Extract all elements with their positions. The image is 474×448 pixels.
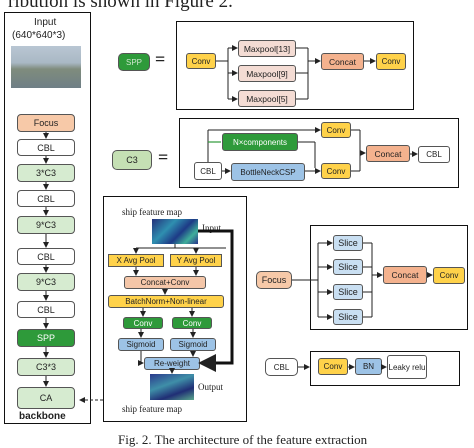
cbl-label: CBL [265,358,298,376]
cbl-conv: Conv [318,358,348,375]
focus-slice: Slice [333,309,363,325]
focus-label: Focus [256,271,292,289]
spp-conv-out: Conv [376,53,406,70]
backbone-block-cbl: CBL [17,301,75,318]
ca-output-label: Output [198,382,224,392]
focus-frame [310,225,468,330]
spp-maxpool-5: Maxpool[5] [238,90,296,107]
c3-cbl: CBL [194,162,222,180]
ca-y-avg-pool: Y Avg Pool [170,254,222,267]
input-image [11,46,81,88]
backbone-block-ca: CA [17,387,75,409]
ca-input-featuremap [152,219,198,244]
backbone-block-c3: 9*C3 [17,273,75,291]
ca-concat-conv: Concat+Conv [124,276,206,289]
c3-concat: Concat [366,145,410,162]
spp-maxpool-13: Maxpool[13] [238,40,296,57]
ca-conv-right: Conv [172,317,212,329]
c3-bottleneck: BottleNeckCSP [231,163,305,181]
backbone-block-cbl: CBL [17,248,75,265]
backbone-block-c3: C3*3 [17,358,75,376]
focus-slice: Slice [333,284,363,300]
c3-conv-top: Conv [321,122,351,138]
backbone-block-c3: 3*C3 [17,164,75,182]
input-label: Input [34,17,57,28]
figure-caption: Fig. 2. The architecture of the feature … [118,432,368,447]
cbl-leaky-relu: Leaky relu [387,355,427,379]
c3-conv-bottom: Conv [321,163,351,179]
ca-bn-nonlinear: BatchNorm+Non-linear [108,295,224,308]
focus-slice: Slice [333,235,363,251]
ca-sigmoid-right: Sigmoid [170,338,216,351]
focus-slice: Slice [333,259,363,275]
backbone-block-c3: 9*C3 [17,216,75,234]
equals-sign: = [158,147,169,167]
ca-output-featuremap [150,374,194,400]
header-text: ribution is shown in Figure 2. [8,0,233,12]
backbone-block-spp: SPP [17,329,75,347]
ca-x-avg-pool: X Avg Pool [108,254,164,267]
focus-conv: Conv [433,267,465,284]
ca-bottom-title: ship feature map [122,404,182,414]
backbone-block-cbl: CBL [17,139,75,156]
ca-conv-left: Conv [123,317,163,329]
backbone-label: backbone [19,411,66,422]
c3-frame [179,118,459,188]
focus-concat: Concat [383,266,427,284]
spp-concat: Concat [321,53,364,70]
spp-label: SPP [118,53,150,71]
c3-n-components: N×components [222,133,298,151]
c3-cbl-out: CBL [418,146,450,163]
ca-input-label: Input [202,223,221,233]
spp-maxpool-9: Maxpool[9] [238,65,296,82]
spp-conv-in: Conv [186,53,216,69]
backbone-block-cbl: CBL [17,190,75,207]
spp-frame [176,21,414,110]
ca-frame [103,196,247,422]
backbone-frame [4,12,91,424]
c3-label: C3 [112,150,152,170]
input-size-label: (640*640*3) [12,30,66,41]
cbl-frame [310,351,460,386]
equals-sign: = [155,49,166,69]
ca-title: ship feature map [122,207,182,217]
backbone-block-focus: Focus [17,114,75,132]
ca-sigmoid-left: Sigmoid [118,338,164,351]
